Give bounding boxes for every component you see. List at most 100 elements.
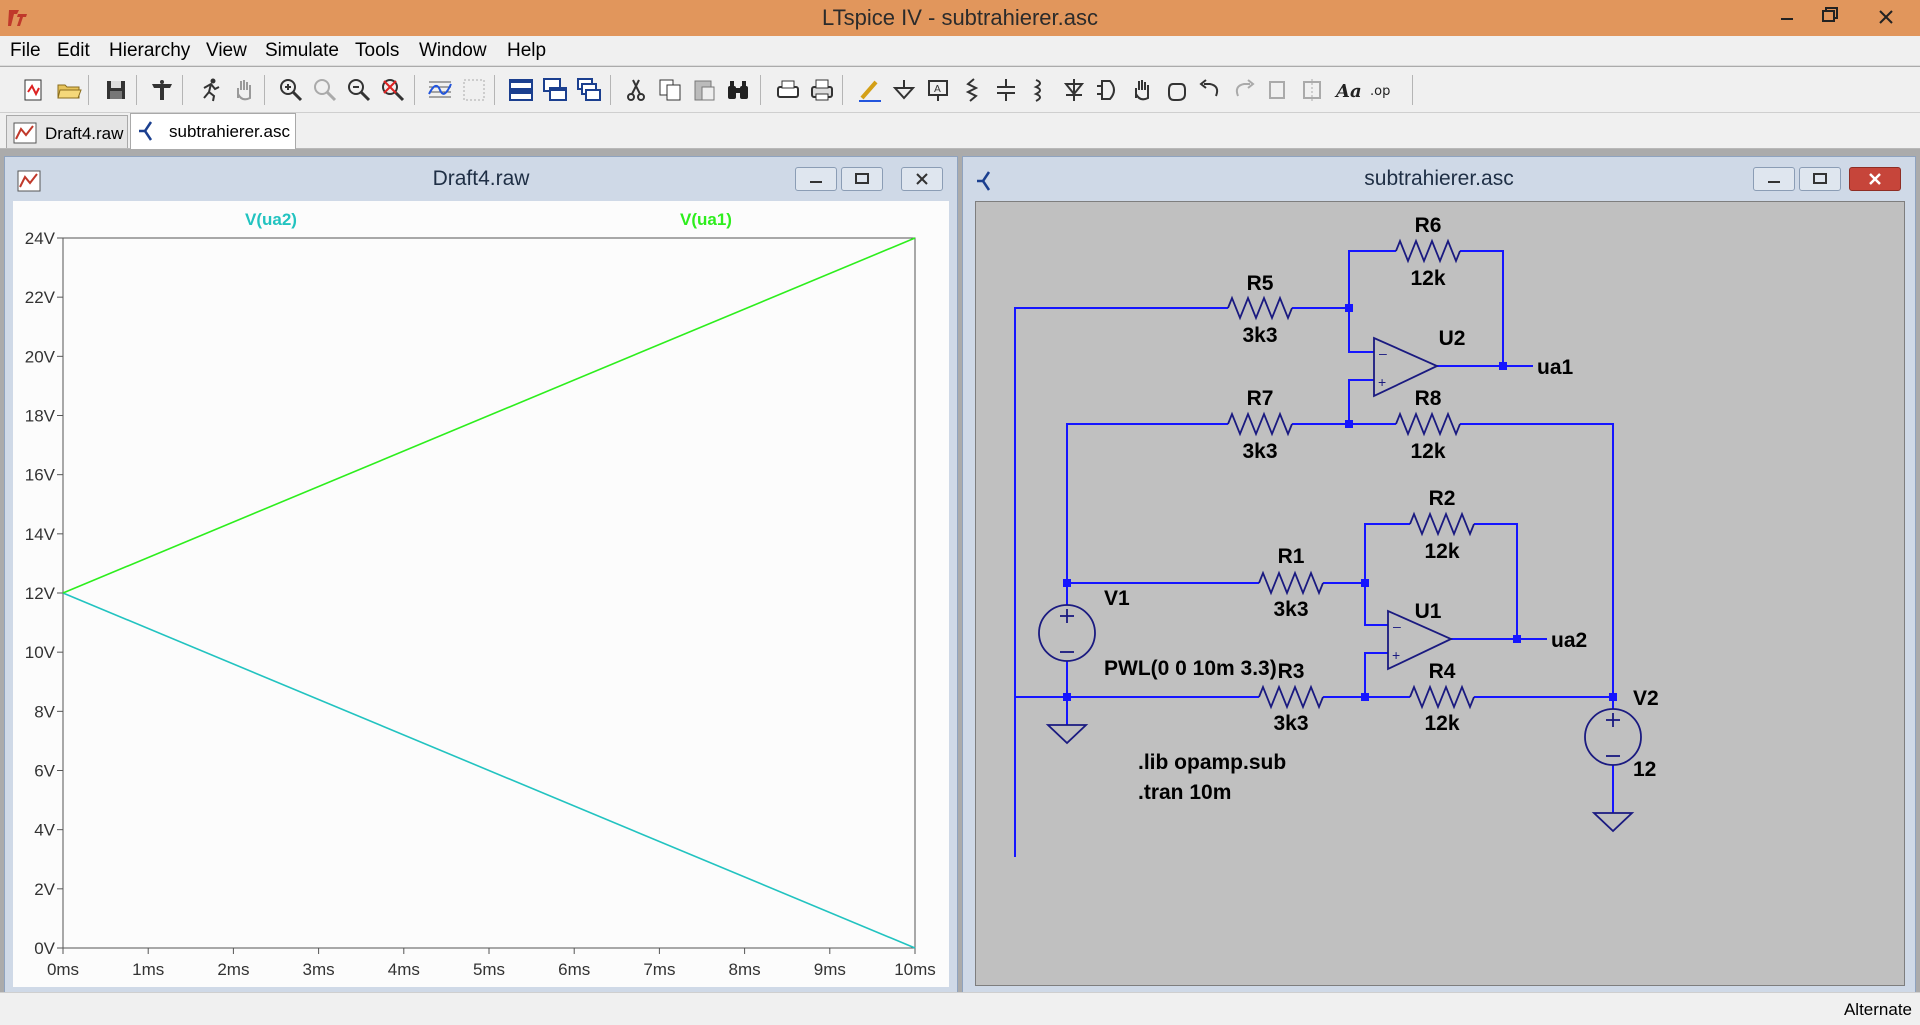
schematic-close-button[interactable] (1849, 167, 1901, 191)
legend-v-ua2[interactable]: V(ua2) (245, 210, 297, 229)
drag-hand-icon[interactable] (1162, 76, 1190, 104)
tran-directive[interactable]: .tran 10m (1138, 781, 1231, 804)
print-setup-icon[interactable] (774, 76, 802, 104)
r8-value[interactable]: 12k (1410, 440, 1445, 463)
draw-wire-icon[interactable] (856, 76, 884, 104)
diode-icon[interactable] (1060, 76, 1088, 104)
menu-edit[interactable]: Edit (57, 40, 90, 61)
new-schematic-icon[interactable] (20, 76, 48, 104)
r2-label[interactable]: R2 (1429, 487, 1456, 510)
r1-label[interactable]: R1 (1278, 545, 1305, 568)
inductor-icon[interactable] (1026, 76, 1054, 104)
zoom-full-extents-icon[interactable] (379, 76, 407, 104)
capacitor-icon[interactable] (992, 76, 1020, 104)
plot-close-button[interactable] (901, 167, 943, 191)
r4-label[interactable]: R4 (1429, 660, 1456, 683)
menu-window[interactable]: Window (419, 40, 487, 61)
run-icon[interactable] (196, 76, 224, 104)
cascade-icon[interactable] (541, 76, 569, 104)
redo-icon[interactable] (1230, 76, 1258, 104)
r2-value[interactable]: 12k (1424, 540, 1459, 563)
r6-label[interactable]: R6 (1415, 214, 1442, 237)
tab-strip: Draft4.raw subtrahierer.asc (0, 113, 1920, 149)
menu-help[interactable]: Help (507, 40, 547, 61)
control-panel-icon[interactable] (148, 76, 176, 104)
tab-draft4-raw[interactable]: Draft4.raw (6, 115, 128, 148)
u2-label[interactable]: U2 (1439, 327, 1466, 350)
rotate-icon[interactable] (1264, 76, 1292, 104)
schematic-maximize-button[interactable] (1799, 167, 1841, 191)
v1-value[interactable]: PWL(0 0 10m 3.3) (1104, 657, 1277, 680)
schematic-window[interactable]: subtrahierer.asc (962, 156, 1916, 994)
paste-icon[interactable] (690, 76, 718, 104)
halt-hand-icon[interactable] (230, 76, 258, 104)
plot-maximize-button[interactable] (841, 167, 883, 191)
print-icon[interactable] (808, 76, 836, 104)
tile-vertical-icon[interactable] (575, 76, 603, 104)
r3-label[interactable]: R3 (1278, 660, 1305, 683)
menu-file[interactable]: File (10, 40, 41, 61)
tab-subtrahierer-asc[interactable]: subtrahierer.asc (130, 113, 296, 149)
x-tick-label: 7ms (643, 960, 675, 979)
zoom-out-icon[interactable] (345, 76, 373, 104)
waveform-chart[interactable]: V(ua2) V(ua1) 0V2V4V6V8V10V12V14V16V18V2… (13, 201, 949, 987)
ground-icon[interactable] (890, 76, 918, 104)
close-button[interactable] (1852, 0, 1920, 34)
x-tick-label: 1ms (132, 960, 164, 979)
text-icon[interactable]: Aa (1334, 76, 1362, 104)
v2-value[interactable]: 12 (1633, 758, 1656, 781)
u1-label[interactable]: U1 (1415, 600, 1442, 623)
schematic-drawing[interactable]: –+ –+ R5 (976, 202, 1904, 985)
component-icon[interactable] (1094, 76, 1122, 104)
save-icon[interactable] (102, 76, 130, 104)
menu-hierarchy[interactable]: Hierarchy (109, 40, 191, 61)
menu-bar: File Edit Hierarchy View Simulate Tools … (0, 36, 1920, 66)
grid-icon[interactable] (460, 76, 488, 104)
undo-icon[interactable] (1196, 76, 1224, 104)
minimize-button[interactable] (1765, 0, 1809, 34)
r5-label[interactable]: R5 (1247, 272, 1274, 295)
r8-label[interactable]: R8 (1415, 387, 1442, 410)
cut-icon[interactable] (622, 76, 650, 104)
v2-label[interactable]: V2 (1633, 687, 1659, 710)
r7-label[interactable]: R7 (1247, 387, 1274, 410)
ua1-net-label[interactable]: ua1 (1537, 356, 1574, 379)
pan-icon[interactable] (311, 76, 339, 104)
schematic-canvas[interactable]: –+ –+ R5 (975, 201, 1905, 986)
y-tick-label: 12V (25, 584, 56, 603)
plot-minimize-button[interactable] (795, 167, 837, 191)
lib-directive[interactable]: .lib opamp.sub (1138, 751, 1286, 774)
restore-button[interactable] (1808, 0, 1852, 34)
x-tick-label: 8ms (729, 960, 761, 979)
ua2-net-label[interactable]: ua2 (1551, 629, 1587, 652)
move-hand-icon[interactable] (1128, 76, 1156, 104)
tile-horizontal-icon[interactable] (507, 76, 535, 104)
r3-value[interactable]: 3k3 (1273, 712, 1308, 735)
spice-directive-icon[interactable]: .op (1368, 76, 1396, 104)
r6-value[interactable]: 12k (1410, 267, 1445, 290)
zoom-in-icon[interactable] (277, 76, 305, 104)
y-tick-label: 16V (25, 466, 56, 485)
r7-value[interactable]: 3k3 (1242, 440, 1277, 463)
trace-v-ua2[interactable] (62, 592, 916, 949)
menu-simulate[interactable]: Simulate (265, 40, 339, 61)
autorange-icon[interactable] (426, 76, 454, 104)
label-net-icon[interactable]: A (924, 76, 952, 104)
r5-value[interactable]: 3k3 (1242, 324, 1277, 347)
mirror-icon[interactable] (1298, 76, 1326, 104)
menu-tools[interactable]: Tools (355, 40, 400, 61)
legend-v-ua1[interactable]: V(ua1) (680, 210, 732, 229)
y-tick-label: 6V (34, 762, 55, 781)
copy-icon[interactable] (656, 76, 684, 104)
resistor-icon[interactable] (958, 76, 986, 104)
open-folder-icon[interactable] (55, 76, 83, 104)
find-binoculars-icon[interactable] (724, 76, 752, 104)
trace-v-ua1[interactable] (62, 237, 916, 594)
menu-view[interactable]: View (206, 40, 247, 61)
r4-value[interactable]: 12k (1424, 712, 1459, 735)
r1-value[interactable]: 3k3 (1273, 598, 1308, 621)
v1-label[interactable]: V1 (1104, 587, 1130, 610)
schematic-minimize-button[interactable] (1753, 167, 1795, 191)
